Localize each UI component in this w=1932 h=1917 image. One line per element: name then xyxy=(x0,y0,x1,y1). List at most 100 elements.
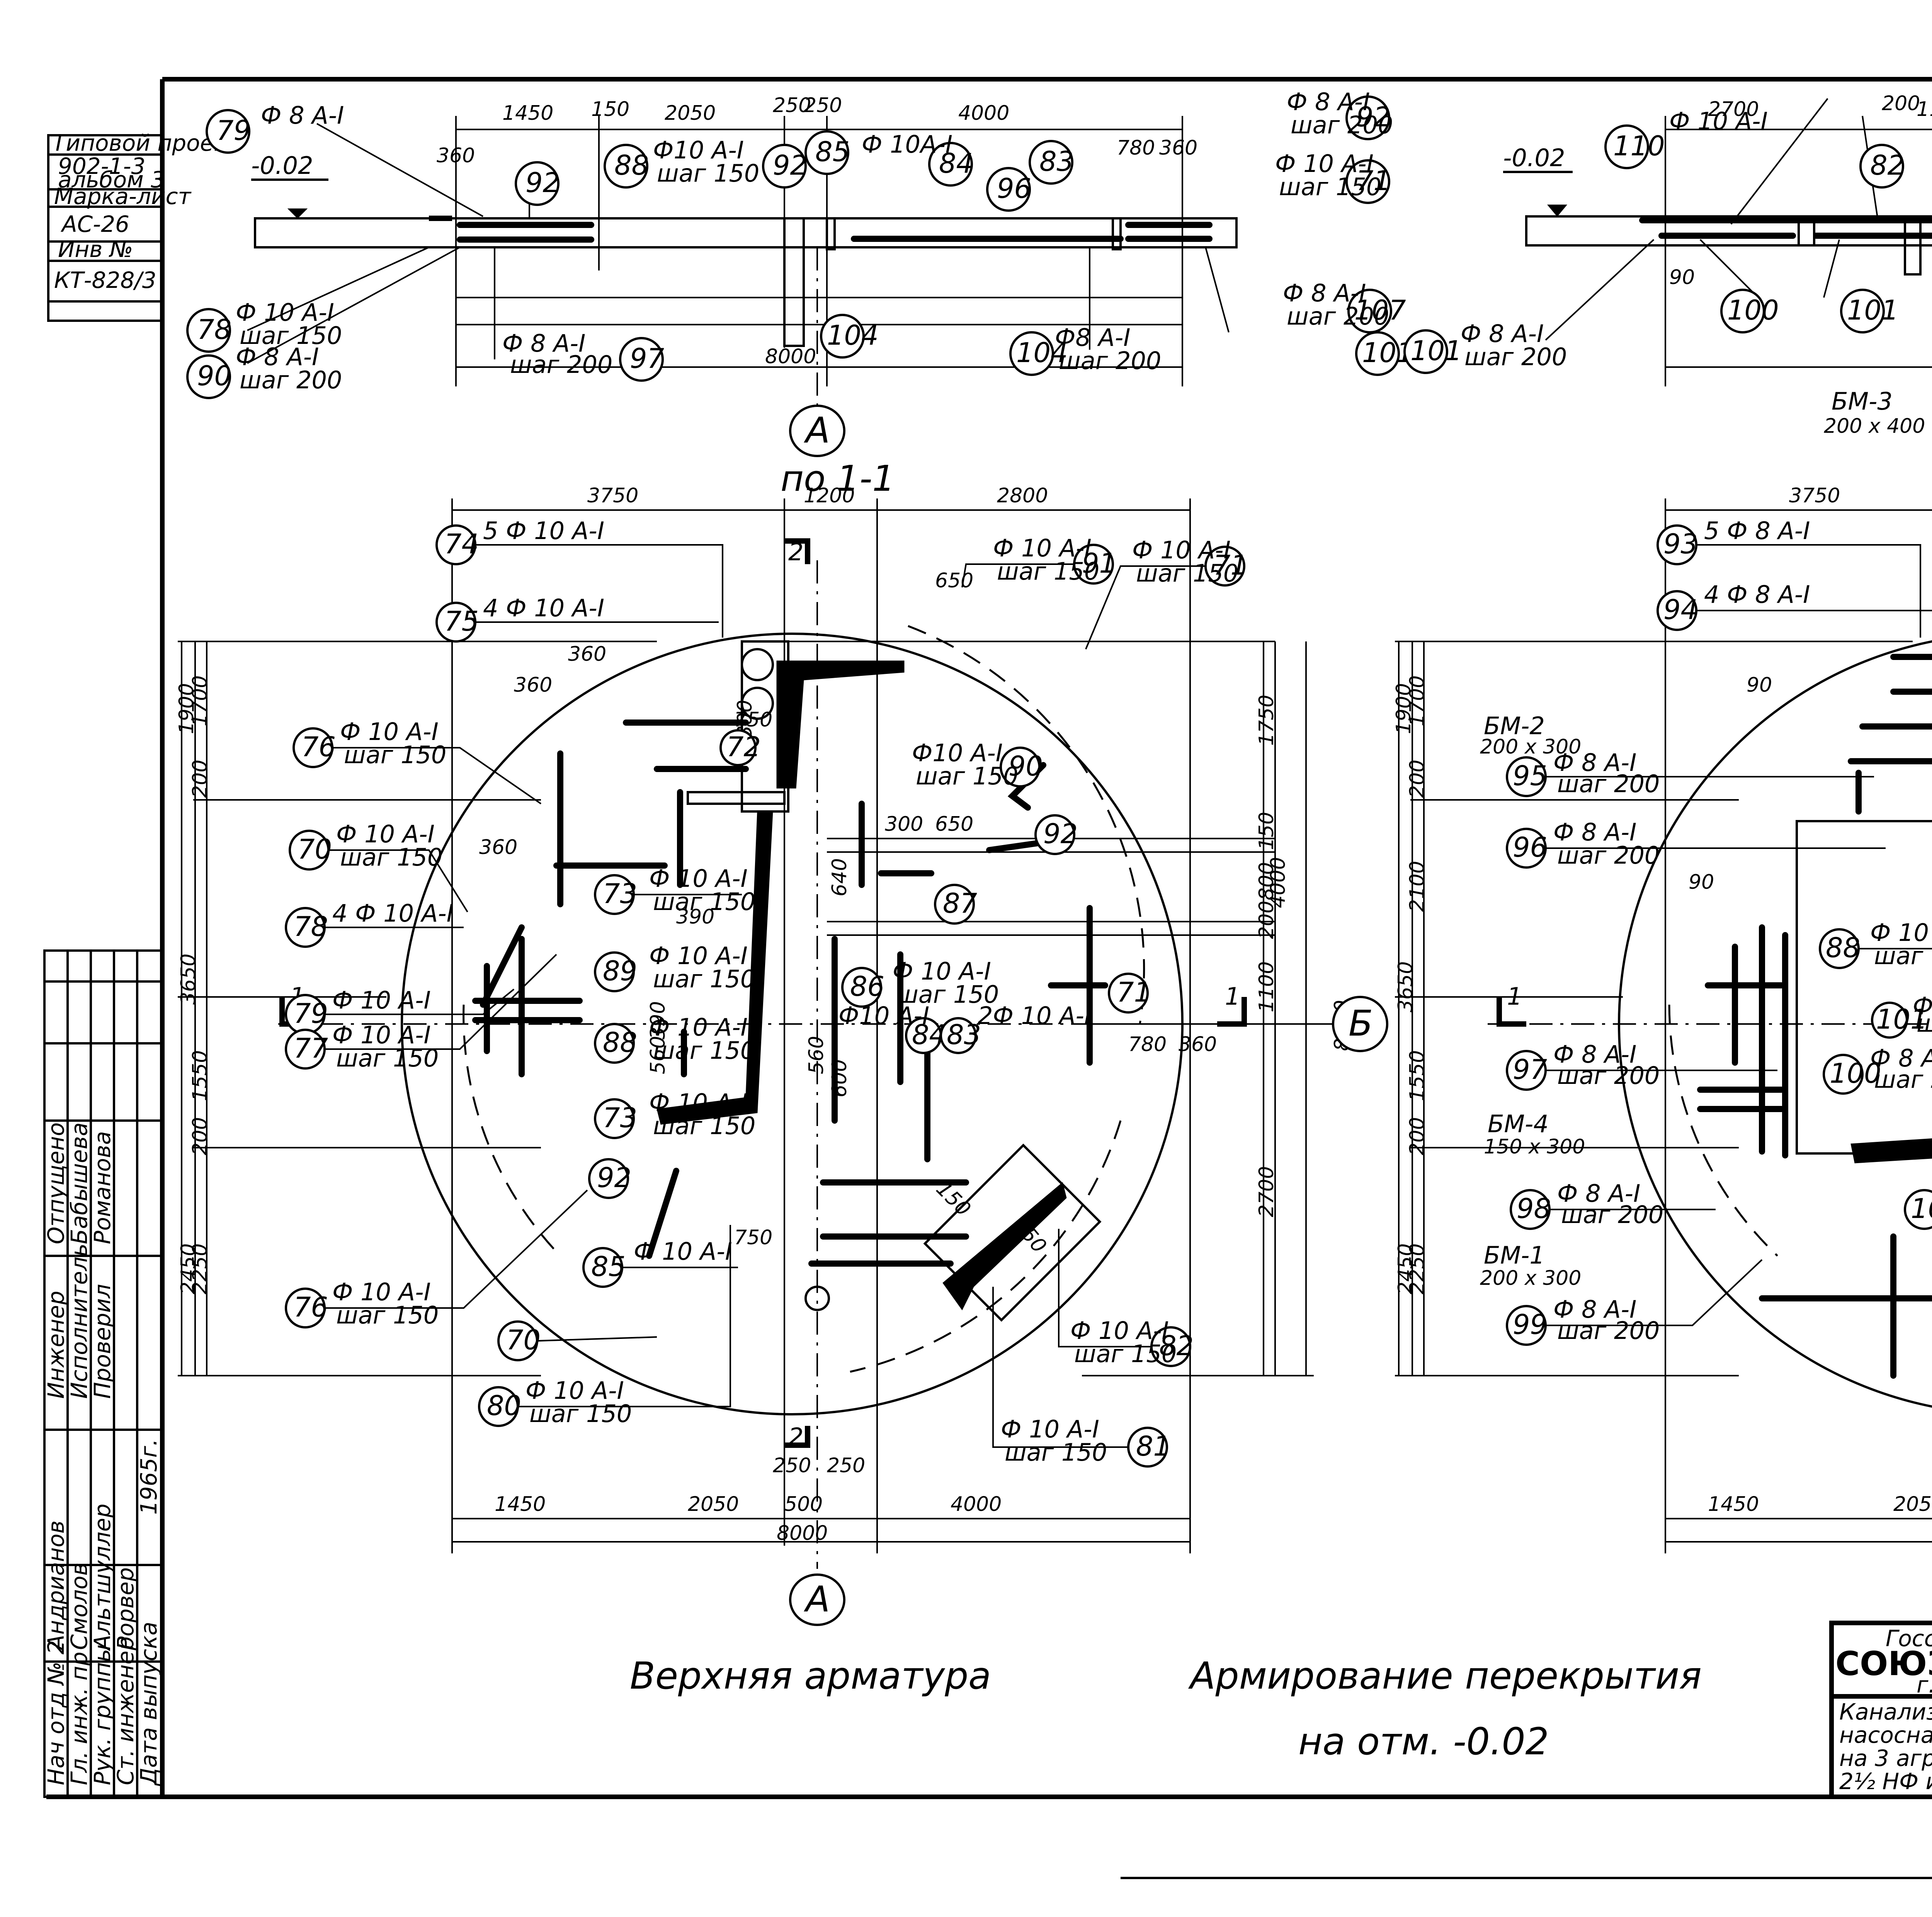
dim-4000: 4000 xyxy=(958,102,1009,125)
plan1-well-outline xyxy=(401,633,1184,1415)
svg-text:шаг 200: шаг 200 xyxy=(1464,343,1567,371)
plan2-dim-left-2250: 2250 xyxy=(1406,1243,1429,1294)
svg-text:Ф 8 А-I: Ф 8 А-I xyxy=(236,343,319,371)
svg-text:шаг 200: шаг 200 xyxy=(1557,1317,1660,1345)
plan2-dim-bottom-2050: 2050 xyxy=(1893,1493,1932,1516)
callout: 96 xyxy=(986,167,1031,212)
caption-main-title-1: Армирование перекрытия xyxy=(1188,1654,1702,1698)
svg-text:4 Ф 10 А-I: 4 Ф 10 А-I xyxy=(332,899,454,927)
svg-text:560: 560 xyxy=(646,1036,670,1074)
svg-text:Ф 10А-I: Ф 10А-I xyxy=(862,130,952,158)
svg-text:71: 71 xyxy=(1117,976,1151,1008)
approval-block: Нач отд № 2 Андрианов Гл. инж. пр Смолов… xyxy=(43,949,163,1798)
svg-text:Ф 10 А-I: Ф 10 А-I xyxy=(634,1237,732,1266)
svg-text:шаг 200: шаг 200 xyxy=(1557,1061,1660,1090)
svg-text:Ф 10 А-I: Ф 10 А-I xyxy=(649,1089,748,1117)
svg-text:Ф 10 А-I: Ф 10 А-I xyxy=(340,718,439,746)
svg-text:Ф 8 А-I: Ф 8 А-I xyxy=(1283,279,1366,307)
svg-text:Ф 10 А-I: Ф 10 А-I xyxy=(1870,919,1932,947)
section-1-elevation: -0.02 xyxy=(251,151,313,180)
svg-text:4 Ф 8 А-I: 4 Ф 8 А-I xyxy=(1704,580,1810,609)
svg-text:шаг 150: шаг 150 xyxy=(336,1044,439,1072)
svg-text:85: 85 xyxy=(591,1251,626,1283)
svg-text:шаг 200: шаг 200 xyxy=(1917,1009,1932,1038)
dim-90a: 90 xyxy=(1669,266,1695,289)
plan-lower: 3750 1200 3050 1900 1700 200 3650 2100 1… xyxy=(1392,484,1932,1553)
beam-bm4-mark: БМ-4 xyxy=(1488,1110,1549,1138)
plan2-dim-left-1900: 1900 xyxy=(1392,683,1415,734)
caption-upper-reinforcement: Верхняя арматура xyxy=(630,1654,991,1698)
svg-text:Ф8 А-I: Ф8 А-I xyxy=(1055,323,1131,352)
callout: 92 xyxy=(762,144,807,189)
svg-text:Ф 8 А-I: Ф 8 А-I xyxy=(1461,320,1544,348)
svg-text:шаг 150: шаг 150 xyxy=(1874,942,1932,970)
svg-text:шаг 200: шаг 200 xyxy=(1557,770,1660,798)
caption-main-title-2: на отм. -0.02 xyxy=(1298,1720,1549,1763)
plan1-dim-top-3750: 3750 xyxy=(587,484,638,507)
stamp-mark: АС-26 xyxy=(60,211,129,237)
callout: 105 xyxy=(1904,1189,1932,1230)
plan2-dim-left-1700: 1700 xyxy=(1406,675,1429,726)
section-1-1-caption: по 1-1 xyxy=(781,458,895,499)
svg-text:Ф10 А-I: Ф10 А-I xyxy=(653,136,744,164)
svg-text:Ф 10 А-I: Ф 10 А-I xyxy=(1132,536,1231,564)
approval-role-1: Нач отд № 2 xyxy=(43,1640,69,1785)
approval-name-4: Рорвер xyxy=(112,1567,139,1650)
svg-text:92: 92 xyxy=(526,167,560,199)
svg-text:Ф 10 А-I: Ф 10 А-I xyxy=(893,957,991,985)
plan1-dim-right-200: 200 xyxy=(1255,901,1278,939)
svg-text:Ф 8 А-I: Ф 8 А-I xyxy=(502,329,585,357)
svg-text:105: 105 xyxy=(1911,1193,1932,1225)
svg-text:71: 71 xyxy=(1356,165,1391,197)
svg-text:100: 100 xyxy=(1830,1058,1881,1089)
svg-text:Ф 8 А-I: Ф 8 А-I xyxy=(1870,1044,1932,1072)
callout: 85 Ф 10 А-I xyxy=(582,1237,738,1288)
svg-text:86: 86 xyxy=(850,971,884,1002)
svg-text:Ф 10 А-I: Ф 10 А-I xyxy=(649,942,748,970)
svg-text:шаг 200: шаг 200 xyxy=(240,366,342,394)
approval-name-3: Альтшуллер xyxy=(89,1504,116,1652)
svg-text:шаг 150: шаг 150 xyxy=(997,557,1099,585)
svg-text:96: 96 xyxy=(997,173,1031,204)
svg-text:Ф 10 А-I: Ф 10 А-I xyxy=(332,986,431,1014)
stamp-inv-label: Инв № xyxy=(58,236,133,262)
plan1-dim-left-2450: 2450 xyxy=(177,1243,200,1294)
svg-text:74: 74 xyxy=(444,528,479,560)
svg-text:560: 560 xyxy=(805,1036,828,1074)
callout: 100 xyxy=(1720,289,1779,333)
callout: 83 xyxy=(1029,140,1074,185)
svg-text:шаг 150: шаг 150 xyxy=(240,321,342,350)
svg-text:шаг 150: шаг 150 xyxy=(336,1301,439,1329)
cut-1-marker-left-r: 1 xyxy=(1507,982,1522,1010)
axis-a-marker-top-left xyxy=(789,405,845,457)
beam-bm1-size: 200 x 300 xyxy=(1480,1267,1581,1290)
svg-text:5 Ф 10 А-I: 5 Ф 10 А-I xyxy=(483,517,604,545)
svg-text:шаг 200: шаг 200 xyxy=(1561,1201,1663,1229)
svg-text:2Ф 10 А-I: 2Ф 10 А-I xyxy=(978,1002,1091,1030)
svg-text:Ф 10 А-I: Ф 10 А-I xyxy=(649,1013,748,1041)
svg-text:Ф 8 А-I: Ф 8 А-I xyxy=(1553,1295,1636,1323)
tb-project-desc-4: 2½ НФ или 4 НФ xyxy=(1839,1768,1932,1795)
svg-text:79: 79 xyxy=(294,998,328,1029)
callout: 70 xyxy=(497,1320,657,1361)
svg-text:84: 84 xyxy=(939,148,973,179)
svg-text:Ф 8 А-I: Ф 8 А-I xyxy=(1553,818,1636,846)
stamp-project-code: 902-1-3 xyxy=(58,153,145,179)
plan2-dim-bottom-1450: 1450 xyxy=(1708,1493,1759,1516)
svg-text:Ф 8 А-I: Ф 8 А-I xyxy=(1553,748,1636,777)
svg-text:80: 80 xyxy=(487,1390,521,1422)
svg-text:89: 89 xyxy=(603,955,637,987)
svg-text:шаг 150: шаг 150 xyxy=(653,1112,755,1140)
